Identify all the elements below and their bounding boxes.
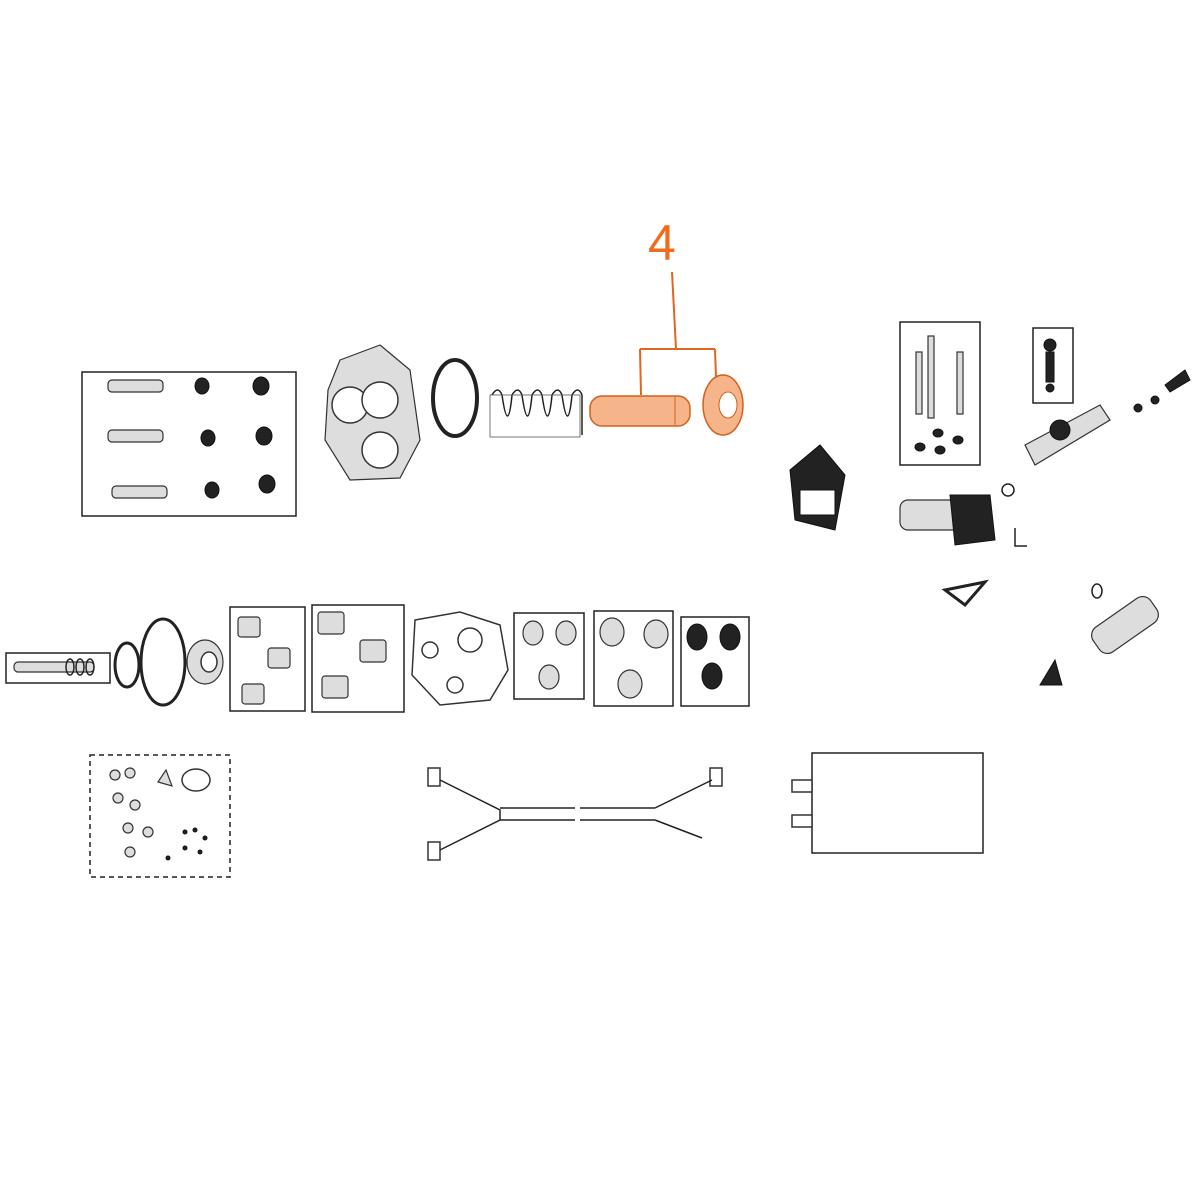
o-ring-small[interactable] bbox=[1091, 583, 1103, 599]
piston-highlighted[interactable] bbox=[589, 395, 691, 427]
screw-kit[interactable] bbox=[81, 371, 297, 517]
seal-kit-1[interactable] bbox=[513, 612, 585, 700]
outlet-manifold[interactable] bbox=[899, 494, 996, 546]
nozzle-fitting[interactable] bbox=[1164, 369, 1191, 393]
pump-head[interactable] bbox=[324, 344, 421, 481]
retainer-highlighted[interactable] bbox=[702, 374, 744, 436]
clip[interactable] bbox=[1014, 528, 1027, 547]
unloader-valve[interactable] bbox=[1024, 404, 1111, 466]
o-ring[interactable] bbox=[113, 641, 141, 689]
o-ring-large[interactable] bbox=[139, 617, 187, 707]
check-valve-kit[interactable] bbox=[229, 606, 306, 712]
seal[interactable] bbox=[186, 639, 224, 685]
triangular-gasket[interactable] bbox=[941, 579, 990, 608]
capacitor[interactable] bbox=[791, 752, 984, 854]
pump-manifold[interactable] bbox=[411, 611, 509, 706]
plunger-kit[interactable] bbox=[5, 652, 111, 684]
small-ring[interactable] bbox=[1150, 395, 1160, 405]
o-ring[interactable] bbox=[431, 358, 479, 438]
callout-leader-line bbox=[639, 271, 717, 396]
spring[interactable] bbox=[489, 389, 583, 438]
inlet-fitting[interactable] bbox=[789, 444, 846, 531]
check-valve-kit-alt[interactable] bbox=[311, 604, 405, 713]
spray-tip[interactable] bbox=[1039, 658, 1063, 686]
small-parts-kit[interactable] bbox=[89, 754, 231, 878]
seal-kit-2[interactable] bbox=[593, 610, 674, 707]
wire-harness[interactable] bbox=[427, 767, 723, 861]
o-ring-small[interactable] bbox=[1001, 483, 1015, 497]
small-ring[interactable] bbox=[1133, 403, 1143, 413]
bolt-kit[interactable] bbox=[899, 321, 981, 466]
seal-kit-3[interactable] bbox=[680, 616, 750, 707]
callout-number: 4 bbox=[648, 215, 676, 271]
valve-kit[interactable] bbox=[1032, 327, 1074, 404]
hose-connector[interactable] bbox=[1088, 593, 1163, 658]
